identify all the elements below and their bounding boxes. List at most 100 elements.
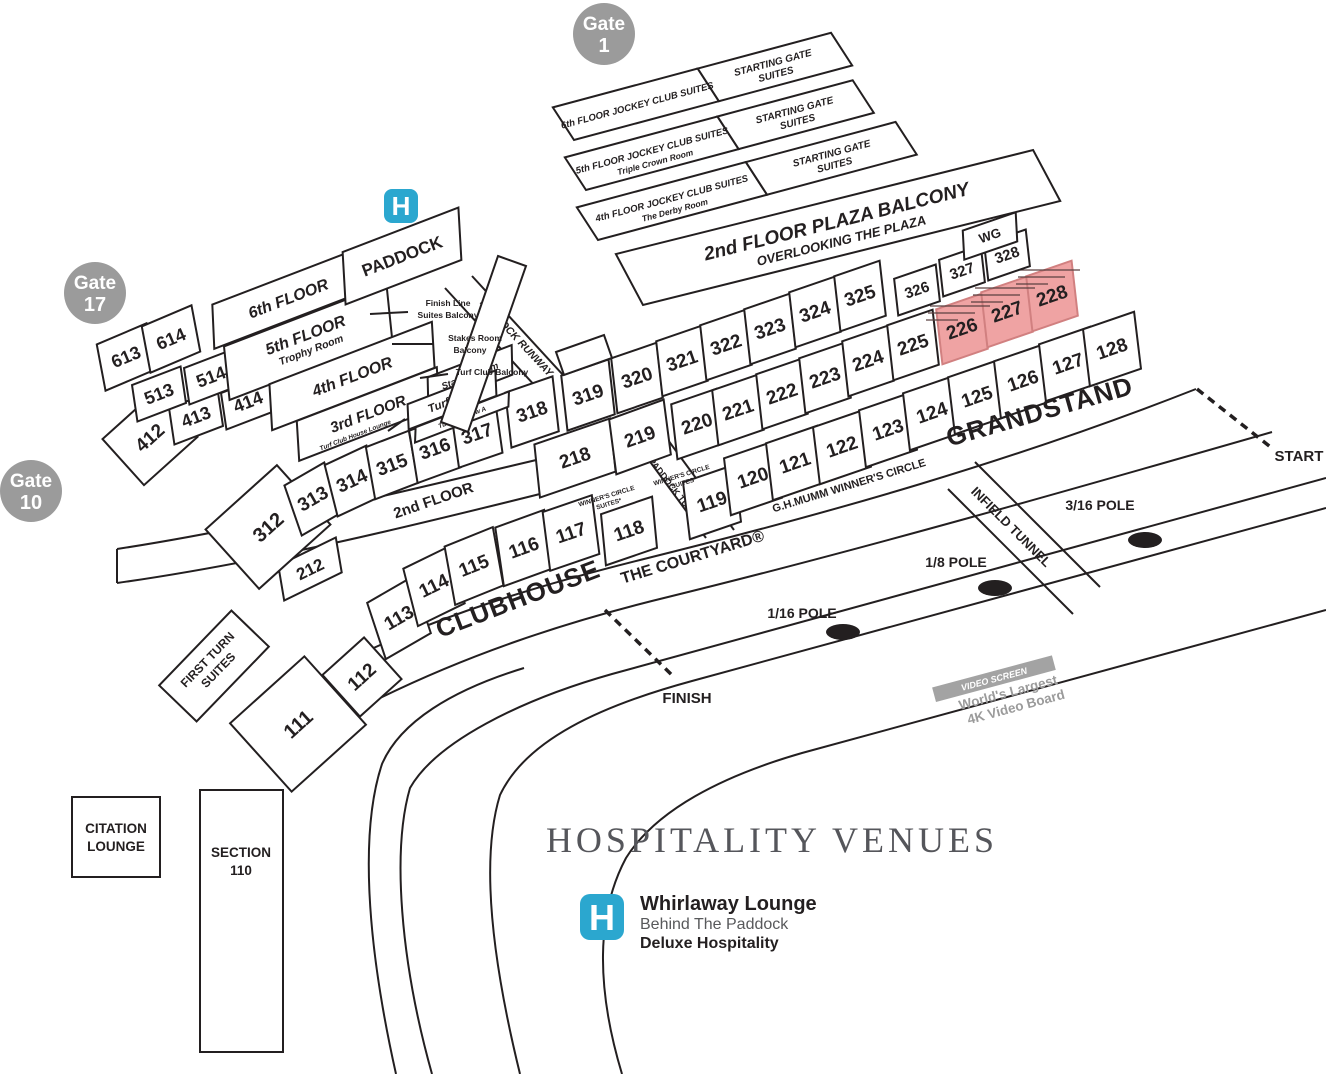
lounge-pointer — [387, 418, 406, 432]
section-325[interactable]: 325 — [823, 259, 897, 333]
tunnel-line — [947, 488, 1074, 615]
whirlaway-lounge-marker[interactable]: H — [384, 189, 418, 223]
section-126[interactable]: 126 — [983, 342, 1064, 420]
section-shape — [1081, 310, 1143, 388]
section-127[interactable]: 127 — [1028, 325, 1109, 403]
section-614[interactable]: 614 — [133, 303, 210, 375]
section-122[interactable]: 122 — [802, 408, 883, 486]
section-314[interactable]: 314 — [316, 444, 389, 518]
section-318[interactable]: 318 — [494, 375, 570, 449]
balcony-box — [554, 333, 614, 377]
legend-venue-name: Whirlaway Lounge — [640, 893, 817, 915]
gate-10-marker[interactable]: Gate 10 — [0, 460, 62, 522]
annotation-turf-club-balcony: Turf Club Balcony — [419, 367, 529, 379]
annotation-finish-line-suites-balcony: Finish Line Suites Balcony — [369, 298, 479, 320]
gate-1-marker[interactable]: Gate 1 — [573, 3, 635, 65]
section-613[interactable]: 613 — [88, 321, 165, 393]
legend-whirlaway-lounge: H Whirlaway Lounge Behind The Paddock De… — [580, 893, 817, 952]
section-shape — [228, 654, 368, 794]
annotation-text: Suites Balcony — [418, 310, 479, 320]
section-225[interactable]: 225 — [876, 308, 950, 382]
page-title: HOSPITALITY VENUES — [546, 820, 998, 860]
pole-1-8-label: 1/8 POLE — [925, 554, 986, 570]
section-221[interactable]: 221 — [701, 373, 775, 447]
jockey-club-suites-4th[interactable]: 4th FLOOR JOCKEY CLUB SUITES The Derby R… — [575, 119, 919, 243]
section-125[interactable]: 125 — [937, 358, 1018, 436]
section-label: WG — [977, 225, 1003, 246]
section-228-highlighted[interactable]: 228 — [1015, 259, 1089, 333]
section-326[interactable]: 326 — [887, 263, 948, 317]
section-110[interactable]: SECTION 110 — [199, 789, 284, 1053]
gate-word: Gate — [10, 471, 52, 492]
gate-17-marker[interactable]: Gate 17 — [64, 262, 126, 324]
track-infield-edge — [602, 609, 1326, 1074]
section-323[interactable]: 323 — [733, 292, 807, 366]
annotation-text: Turf Club Balcony — [456, 367, 529, 377]
section-513[interactable]: 513 — [125, 365, 194, 423]
floor-4[interactable]: 4th FLOOR — [256, 320, 447, 432]
section-219[interactable]: 219 — [598, 398, 682, 476]
track-marker-oval — [978, 580, 1012, 596]
gate-number: 1 — [598, 35, 609, 57]
h-icon — [384, 189, 418, 223]
jockey-club-suites-5th[interactable]: 5th FLOOR JOCKEY CLUB SUITES Triple Crow… — [563, 77, 876, 193]
track-marker-oval — [826, 624, 860, 640]
section-321[interactable]: 321 — [645, 324, 719, 398]
section-514[interactable]: 514 — [177, 348, 246, 406]
section-shape — [961, 210, 1019, 262]
section-wg[interactable]: WG — [955, 210, 1025, 262]
section-319[interactable]: 319 — [550, 358, 626, 432]
section-223[interactable]: 223 — [788, 341, 862, 415]
section-shape — [857, 391, 919, 469]
section-shape — [935, 292, 989, 366]
citation-lounge[interactable]: CITATION LOUNGE — [71, 796, 161, 878]
section-226-highlighted[interactable]: 226 — [925, 292, 999, 366]
section-115[interactable]: 115 — [433, 525, 514, 607]
section-shape — [130, 365, 188, 423]
start-line — [1195, 387, 1275, 451]
section-112[interactable]: 112 — [321, 636, 403, 718]
section-shape — [504, 375, 560, 449]
section-111[interactable]: 111 — [228, 654, 368, 794]
section-shape — [755, 357, 809, 431]
section-123[interactable]: 123 — [848, 391, 929, 469]
paddock[interactable]: PADDOCK — [328, 206, 477, 306]
first-turn-suites[interactable]: FIRST TURN SUITES — [157, 609, 271, 723]
suite-shape — [715, 79, 876, 151]
section-327[interactable]: 327 — [932, 244, 993, 298]
finish-label: FINISH — [662, 690, 711, 707]
finish-line — [603, 608, 677, 680]
section-224[interactable]: 224 — [831, 324, 905, 398]
section-121[interactable]: 121 — [755, 424, 836, 502]
section-320[interactable]: 320 — [600, 341, 674, 415]
section-128[interactable]: 128 — [1072, 310, 1153, 388]
track-inner-rail — [489, 507, 1326, 1074]
legend-venue-location: Behind The Paddock — [640, 916, 789, 933]
section-shape — [886, 308, 940, 382]
legend-venue-type: Deluxe Hospitality — [640, 935, 779, 952]
pole-1-16-label: 1/16 POLE — [767, 605, 836, 621]
section-label: SECTION — [211, 845, 271, 860]
leader-line — [369, 311, 409, 315]
section-212[interactable]: 212 — [269, 536, 350, 602]
section-shape — [893, 263, 941, 317]
section-222[interactable]: 222 — [745, 357, 819, 431]
lounge-label: LOUNGE — [87, 839, 145, 854]
annotation-stakes-room-balcony: Stakes Room Balcony — [392, 333, 502, 355]
tunnel-line — [974, 461, 1101, 588]
pole-3-16-label: 3/16 POLE — [1065, 497, 1134, 513]
plaza-shape — [614, 148, 1062, 307]
section-shape — [610, 341, 664, 415]
highlight-hatch-lines — [926, 269, 1080, 321]
track-outer-rail — [399, 477, 1326, 1074]
section-shape — [743, 292, 797, 366]
annotation-text: Balcony — [453, 345, 486, 355]
section-118[interactable]: 118 — [590, 495, 669, 567]
video-board[interactable]: VIDEO SCREEN World's Largest 4K Video Bo… — [932, 655, 1066, 734]
section-117[interactable]: 117 — [531, 493, 610, 573]
section-227-highlighted[interactable]: 227 — [970, 275, 1044, 349]
h-icon-letter: H — [589, 897, 615, 938]
section-313[interactable]: 313 — [276, 461, 350, 537]
